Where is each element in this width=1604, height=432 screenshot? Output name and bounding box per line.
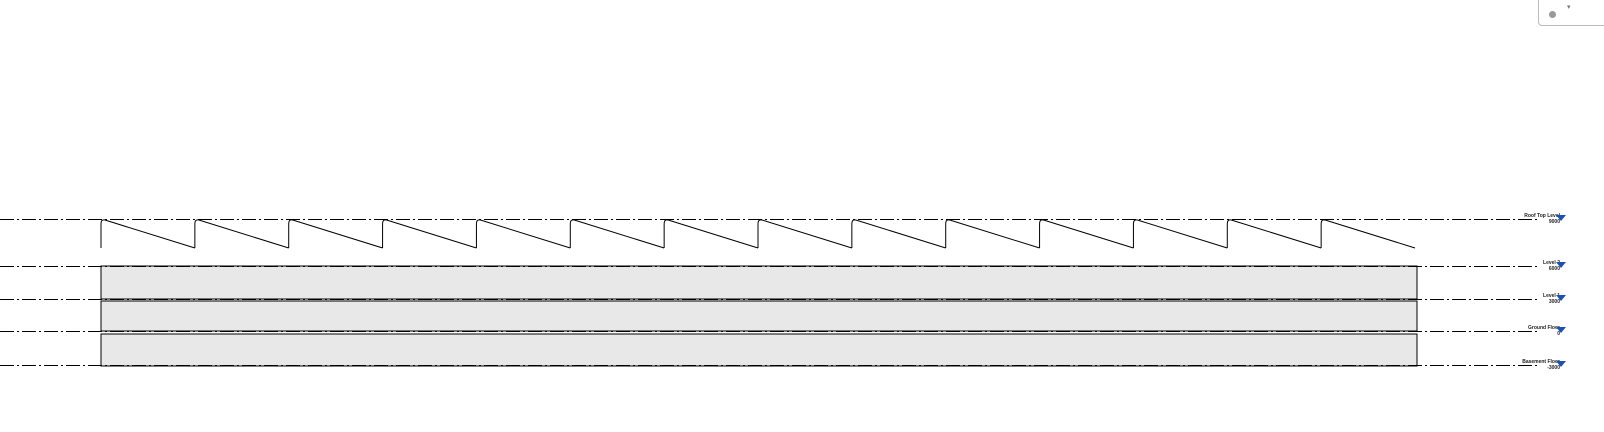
roof-tooth xyxy=(288,219,383,249)
level-name: Ground Floor xyxy=(1528,325,1560,331)
roof-tooth xyxy=(100,219,196,249)
navigation-bar[interactable]: ▾ xyxy=(1538,0,1604,26)
level-elevation: 9000 xyxy=(1548,219,1560,225)
level-name: Basement Floor xyxy=(1522,359,1560,365)
level-marker-icon[interactable] xyxy=(1556,295,1566,301)
roof-tooth xyxy=(569,219,665,249)
roof-tooth xyxy=(663,219,759,249)
roof-tooth xyxy=(851,219,946,249)
level-label[interactable]: Basement Floor-3000 xyxy=(1522,359,1560,371)
level-name: Level 1 xyxy=(1543,293,1560,299)
level-elevation: 0 xyxy=(1557,331,1560,337)
level-name: Roof Top Level xyxy=(1524,213,1560,219)
roof-tooth xyxy=(382,219,477,249)
floor-slab xyxy=(100,333,1418,367)
roof-tooth xyxy=(1039,219,1134,249)
level-elevation: -3000 xyxy=(1547,365,1560,371)
level-marker-icon[interactable] xyxy=(1556,327,1566,333)
roof-tooth xyxy=(1132,219,1228,249)
roof-tooth xyxy=(1320,219,1416,249)
level-name: Level 2 xyxy=(1543,260,1560,266)
floor-slab xyxy=(100,265,1418,300)
floor-slab xyxy=(100,300,1418,332)
level-marker-icon[interactable] xyxy=(1556,361,1566,367)
level-elevation: 6000 xyxy=(1548,266,1560,272)
roof-tooth xyxy=(475,219,571,249)
roof-tooth xyxy=(1226,219,1322,249)
roof-tooth xyxy=(194,219,289,249)
roof-tooth xyxy=(945,219,1040,249)
level-marker-icon[interactable] xyxy=(1556,262,1566,268)
roof-tooth xyxy=(757,219,853,249)
level-marker-icon[interactable] xyxy=(1556,215,1566,221)
zoom-icon[interactable] xyxy=(1549,11,1556,18)
level-elevation: 3000 xyxy=(1548,299,1560,305)
dropdown-arrow-icon[interactable]: ▾ xyxy=(1567,4,1571,11)
